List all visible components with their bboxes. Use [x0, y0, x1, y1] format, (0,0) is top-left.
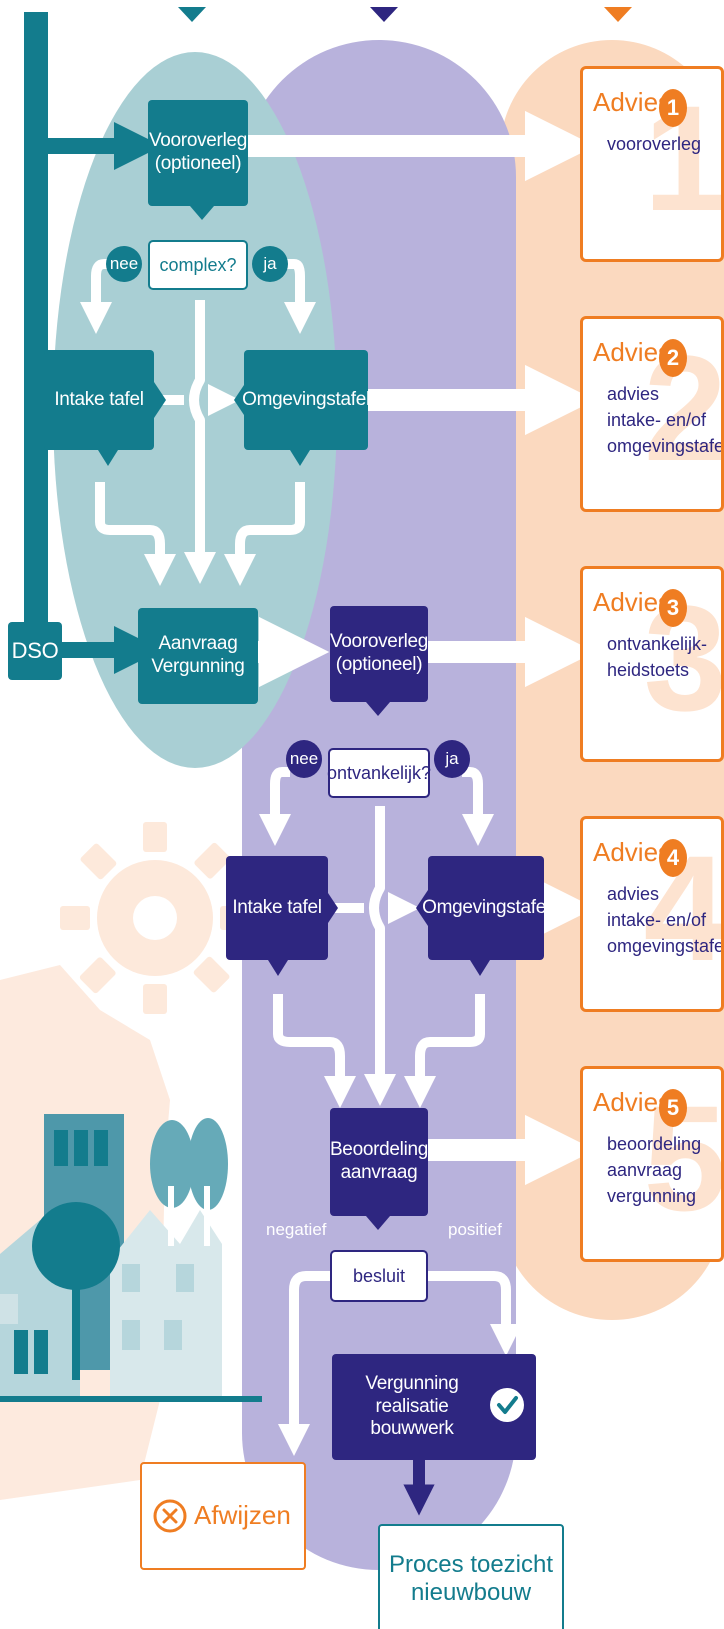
advice-title: Advies [593, 87, 672, 117]
gear-icon [60, 822, 250, 1014]
vergunning-realisatie-node: Vergunning realisatie bouwwerk [332, 1354, 536, 1460]
advice-title: Advies [593, 1087, 672, 1117]
advice-card-1: 1 Advies 1 vooroverleg [580, 66, 724, 262]
nee-badge: nee [106, 246, 142, 282]
advice-text: advies intake- en/of omgevingstafel [607, 384, 724, 457]
advice-card-4: 4 Advies 4 advies intake- en/of omgeving… [580, 816, 724, 1012]
vooroverleg-2-node: Vooroverleg (optioneel) [330, 606, 428, 702]
negatief-label: negatief [266, 1220, 327, 1239]
ontvankelijk-question: ontvankelijk? [327, 748, 431, 798]
beoordeling-node: Beoordeling aanvraag [330, 1108, 428, 1216]
check-circle-icon [490, 1388, 524, 1422]
dso-node: DSO [8, 622, 62, 680]
vooroverleg-node: Vooroverleg (optioneel) [148, 100, 248, 206]
aanvraag-vergunning-node: Aanvraag Vergunning [138, 608, 258, 704]
intake-tafel-2-node: Intake tafel [226, 856, 328, 960]
vergunning-realisatie-label: Vergunning realisatie bouwwerk [365, 1372, 459, 1440]
positief-label: positief [448, 1220, 502, 1239]
intake-tafel-node: Intake tafel [44, 350, 154, 450]
advice-card-2: 2 Advies 2 advies intake- en/of omgeving… [580, 316, 724, 512]
ja-badge: ja [252, 246, 288, 282]
city-illustration [0, 1114, 262, 1402]
besluit-node: besluit [330, 1250, 428, 1302]
afwijzen-box: Afwijzen [140, 1462, 306, 1570]
cross-circle-icon [152, 1498, 188, 1534]
advice-number-badge: 2 [659, 339, 687, 377]
advice-text: ontvankelijk- heidstoets [607, 634, 708, 681]
advice-text: beoordeling aanvraag vergunning [607, 1134, 702, 1207]
advice-card-3: 3 Advies 3 ontvankelijk- heidstoets [580, 566, 724, 762]
omgevingstafel-2-node: Omgevingstafel [422, 856, 550, 960]
advice-title: Advies [593, 837, 672, 867]
ja-badge-2: ja [434, 740, 470, 778]
advice-card-5: 5 Advies 5 beoordeling aanvraag vergunni… [580, 1066, 724, 1262]
advice-title: Advies [593, 337, 672, 367]
toezicht-box: Proces toezicht nieuwbouw [378, 1524, 564, 1629]
advice-text: advies intake- en/of omgevingstafel [607, 884, 724, 957]
advice-number-badge: 3 [659, 589, 687, 627]
advice-title: Advies [593, 587, 672, 617]
nee-badge-2: nee [286, 740, 322, 778]
complex-question: complex? [148, 240, 248, 290]
afwijzen-label: Afwijzen [194, 1500, 291, 1530]
advice-number-badge: 1 [659, 89, 687, 127]
omgevingstafel-node: Omgevingstafel [242, 350, 370, 450]
advice-number-badge: 5 [659, 1089, 687, 1127]
advice-text: vooroverleg [607, 134, 702, 154]
advice-number-badge: 4 [659, 839, 687, 877]
